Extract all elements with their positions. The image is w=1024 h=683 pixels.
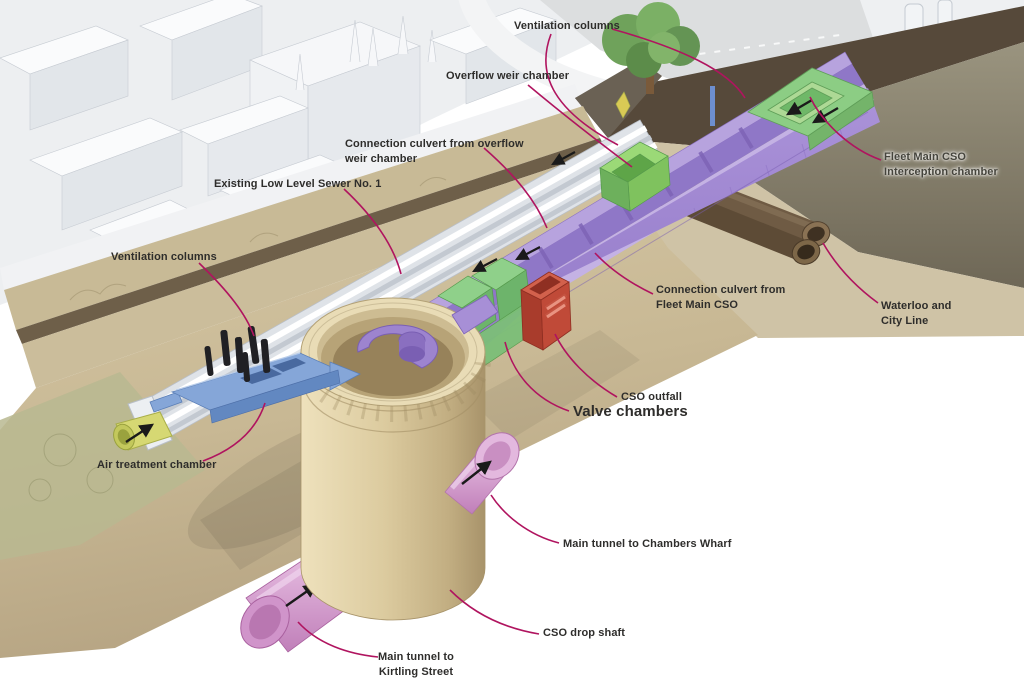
leader-lines [198,28,882,658]
flow-arrow [125,423,155,444]
label-waterloo-city-line: Waterloo and City Line [881,300,952,327]
label-main-tunnel-chambers-wharf: Main tunnel to Chambers Wharf [563,538,732,550]
label-ventilation-columns-top: Ventilation columns [514,20,620,32]
vent-cone [615,91,631,119]
culvert-into-shaft [451,294,499,335]
label-main-tunnel-kirtling: Main tunnel to Kirtling Street [378,651,454,678]
cso-outfall-box [520,271,572,351]
vent-post [710,86,715,126]
interception-chamber-box [747,67,875,151]
tunnel-chambers-wharf [444,432,520,515]
label-valve-chambers: Valve chambers [573,403,688,420]
label-connection-culvert-overflow: Connection culvert from overflow weir ch… [345,138,524,165]
label-cso-drop-shaft: CSO drop shaft [543,627,626,639]
air-treatment-chamber-structure [149,325,361,424]
label-overflow-weir-chamber: Overflow weir chamber [446,70,570,82]
overflow-weir-chamber-box [599,86,715,212]
label-fleet-main-cso-interception: Fleet Main CSO Interception chamber [884,151,998,178]
cso-drop-shaft-cylinder [295,294,499,621]
label-existing-low-level-sewer: Existing Low Level Sewer No. 1 [214,178,382,190]
flow-arrows [472,151,576,273]
vortex-generator [357,324,439,369]
label-connection-culvert-fleet: Connection culvert from Fleet Main CSO [656,284,786,311]
label-ventilation-columns-left: Ventilation columns [111,251,217,263]
embankment-road [0,84,583,290]
label-cso-outfall: CSO outfall [621,391,682,403]
label-air-treatment-chamber: Air treatment chamber [97,459,217,471]
ventilation-columns-black [204,325,271,382]
